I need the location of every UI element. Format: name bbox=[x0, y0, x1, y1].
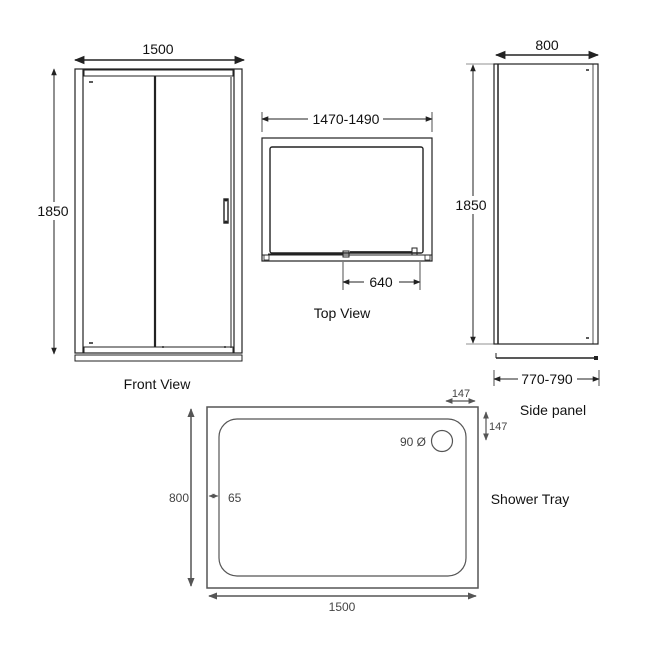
waste-offset-x: 147 bbox=[452, 388, 470, 400]
top-view-title: Top View bbox=[314, 305, 371, 321]
front-width-dim: 1500 bbox=[142, 41, 173, 57]
top-view: 1470-1490 640 Top View bbox=[261, 111, 433, 321]
waste-diameter: 90 Ø bbox=[400, 435, 426, 449]
side-width-dim: 800 bbox=[535, 37, 559, 53]
side-adjust-dim: 770-790 bbox=[521, 371, 573, 387]
tray-rim-dim: 65 bbox=[228, 491, 242, 505]
side-height-dim: 1850 bbox=[455, 197, 486, 213]
tray-width-dim: 1500 bbox=[329, 600, 356, 614]
top-opening-dim: 640 bbox=[369, 274, 393, 290]
waste-offset-y: 147 bbox=[489, 421, 507, 433]
top-frame bbox=[261, 137, 433, 262]
tray-outline bbox=[206, 406, 479, 589]
front-frame bbox=[74, 68, 243, 354]
top-width-dim: 1470-1490 bbox=[313, 111, 380, 127]
door-handle bbox=[223, 198, 229, 224]
tray-depth-dim: 800 bbox=[169, 491, 189, 505]
side-panel-title: Side panel bbox=[520, 402, 586, 418]
tray-basin bbox=[218, 418, 467, 577]
side-panel: 800 1850 770-790 Side panel bbox=[450, 37, 600, 418]
side-frame bbox=[493, 63, 599, 345]
front-view: 1500 1850 Front View bbox=[30, 41, 246, 392]
shower-tray: 90 Ø 147 147 800 65 1500 Shower Tray bbox=[169, 388, 569, 614]
shower-tray-title: Shower Tray bbox=[491, 491, 570, 507]
front-height-dim: 1850 bbox=[37, 203, 68, 219]
waste-outlet bbox=[430, 429, 454, 453]
front-view-title: Front View bbox=[124, 376, 192, 392]
